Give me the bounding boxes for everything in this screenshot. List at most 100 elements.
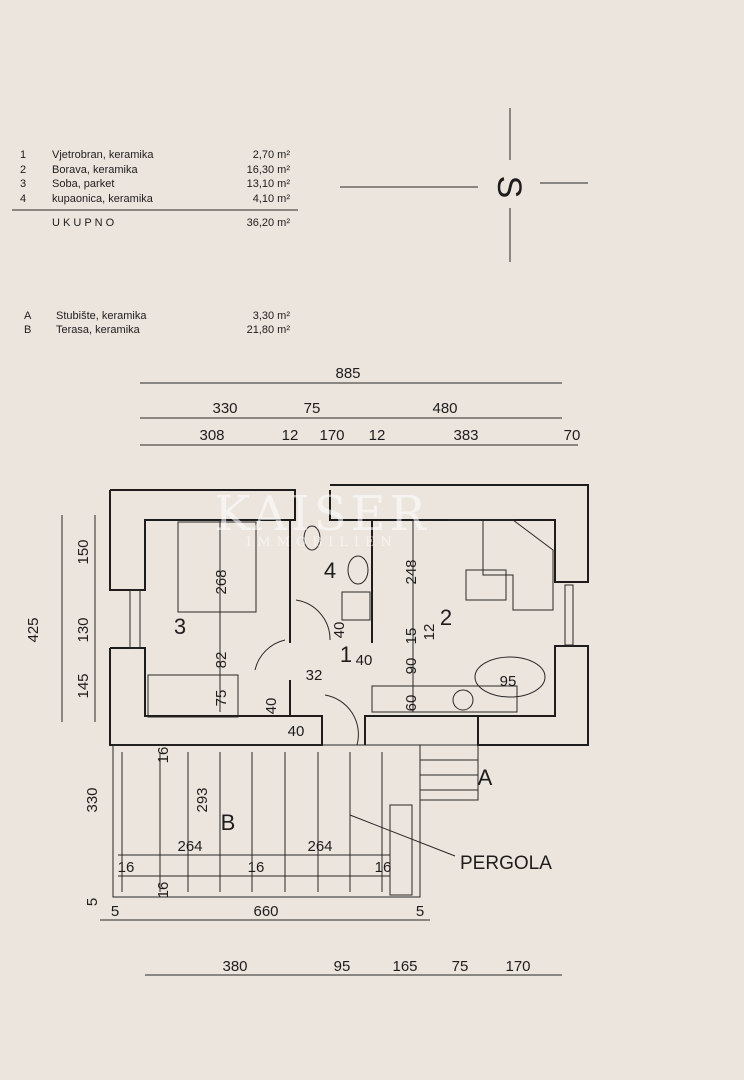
- legend-num: 3: [20, 178, 26, 190]
- legend-area: 13,10 m²: [247, 178, 291, 190]
- dim-label: 383: [453, 427, 478, 444]
- dim-label: 145: [75, 673, 92, 698]
- dim-label: 12: [282, 427, 299, 444]
- dim-label: 75: [213, 690, 230, 707]
- dim-label: 15: [403, 628, 420, 645]
- dim-label: 16: [248, 859, 265, 876]
- dim-label: 75: [452, 958, 469, 975]
- dim-label: 150: [75, 539, 92, 564]
- wardrobe: [147, 674, 239, 718]
- legend-total-area: 36,20 m²: [247, 217, 291, 229]
- pergola-label: PERGOLA: [460, 853, 552, 874]
- staircase: [419, 744, 479, 801]
- legend-name: Soba, parket: [52, 178, 114, 190]
- top-dimensions: 885 330 75 480 308 12 170 12 383 70: [140, 365, 581, 446]
- dim-label: 82: [213, 652, 230, 669]
- room-label-a: A: [478, 765, 493, 790]
- legend-area: 2,70 m²: [253, 149, 291, 161]
- dim-label: 16: [375, 859, 392, 876]
- room-label-2: 2: [440, 605, 452, 630]
- pergola-leader: [349, 814, 456, 857]
- dim-label: 885: [335, 365, 360, 382]
- legend-num: A: [24, 310, 32, 322]
- terrace: PERGOLA 16 264 293 264 330 16 16 16 16 5: [84, 744, 552, 906]
- room-labels: 3 4 1 2 A B: [174, 558, 493, 835]
- legend-num: 2: [20, 164, 26, 176]
- orientation-label: S: [490, 176, 528, 199]
- watermark-logo: KAISER IMMOBILIEN: [214, 486, 430, 550]
- watermark-sub: IMMOBILIEN: [246, 535, 398, 550]
- dining-table: [474, 656, 546, 698]
- legend-area: 3,30 m²: [253, 310, 291, 322]
- watermark-brand: KAISER: [214, 486, 430, 542]
- building: [109, 484, 589, 746]
- dim-label: 5: [416, 903, 424, 920]
- legend-num: 1: [20, 149, 26, 161]
- dim-label: 16: [155, 747, 172, 764]
- legend-name: Vjetrobran, keramika: [52, 149, 154, 161]
- dim-label: 40: [356, 652, 373, 669]
- orientation-marker: S: [340, 108, 588, 262]
- dim-label: 264: [177, 838, 202, 855]
- dim-label: 16: [118, 859, 135, 876]
- room-label-4: 4: [324, 558, 336, 583]
- dim-label: 380: [222, 958, 247, 975]
- kitchen-counter: [371, 685, 518, 713]
- dim-label: 268: [213, 569, 230, 594]
- door: [295, 599, 331, 641]
- dim-label: 5: [111, 903, 119, 920]
- dim-label: 12: [421, 624, 438, 641]
- dim-label: 660: [253, 903, 278, 920]
- toilet: [303, 525, 321, 551]
- dim-label: 40: [263, 698, 280, 715]
- dim-label: 5: [84, 898, 101, 906]
- bottom-dimensions: 5 660 5 380 95 165 75 170: [100, 903, 562, 976]
- legend-name: Stubište, keramika: [56, 310, 147, 322]
- dim-label: 40: [331, 622, 348, 639]
- inner-dimensions: 268 82 75 40 40 32 40 40 248 15 12 90 60…: [213, 559, 516, 740]
- dim-label: 170: [319, 427, 344, 444]
- dim-label: 70: [564, 427, 581, 444]
- legend-name: Borava, keramika: [52, 164, 138, 176]
- legend-name: Terasa, keramika: [56, 324, 141, 336]
- legend-num: B: [24, 324, 31, 336]
- legend-area: 4,10 m²: [253, 193, 291, 205]
- dim-label: 264: [307, 838, 332, 855]
- sink: [452, 689, 474, 711]
- room-label-b: B: [221, 810, 236, 835]
- dim-label: 330: [84, 787, 101, 812]
- dim-label: 60: [403, 695, 420, 712]
- coffee-table: [465, 569, 507, 601]
- dim-label: 40: [288, 723, 305, 740]
- dim-label: 95: [500, 673, 517, 690]
- door: [324, 694, 359, 746]
- dim-label: 308: [199, 427, 224, 444]
- dim-label: 248: [403, 559, 420, 584]
- sofa: [448, 519, 554, 611]
- washbasin: [347, 555, 369, 585]
- legend-area: 21,80 m²: [247, 324, 291, 336]
- dim-label: 12: [369, 427, 386, 444]
- dim-label: 16: [155, 882, 172, 899]
- legend-name: kupaonica, keramika: [52, 193, 154, 205]
- dim-label: 32: [306, 667, 323, 684]
- left-dimensions: 425 150 130 145: [25, 515, 96, 722]
- dim-label: 95: [334, 958, 351, 975]
- legend-area: 16,30 m²: [247, 164, 291, 176]
- dim-label: 170: [505, 958, 530, 975]
- dim-label: 130: [75, 617, 92, 642]
- bed: [177, 521, 257, 613]
- dim-label: 75: [304, 400, 321, 417]
- dim-label: 480: [432, 400, 457, 417]
- dim-label: 330: [212, 400, 237, 417]
- dim-label: 90: [403, 658, 420, 675]
- shower: [341, 591, 371, 621]
- room-legend: 1 Vjetrobran, keramika 2,70 m² 2 Borava,…: [12, 149, 298, 336]
- legend-total-label: U K U P N O: [52, 217, 115, 229]
- door: [254, 639, 286, 671]
- legend-num: 4: [20, 193, 26, 205]
- room-label-3: 3: [174, 614, 186, 639]
- dim-label: 165: [392, 958, 417, 975]
- room-label-1: 1: [340, 642, 352, 667]
